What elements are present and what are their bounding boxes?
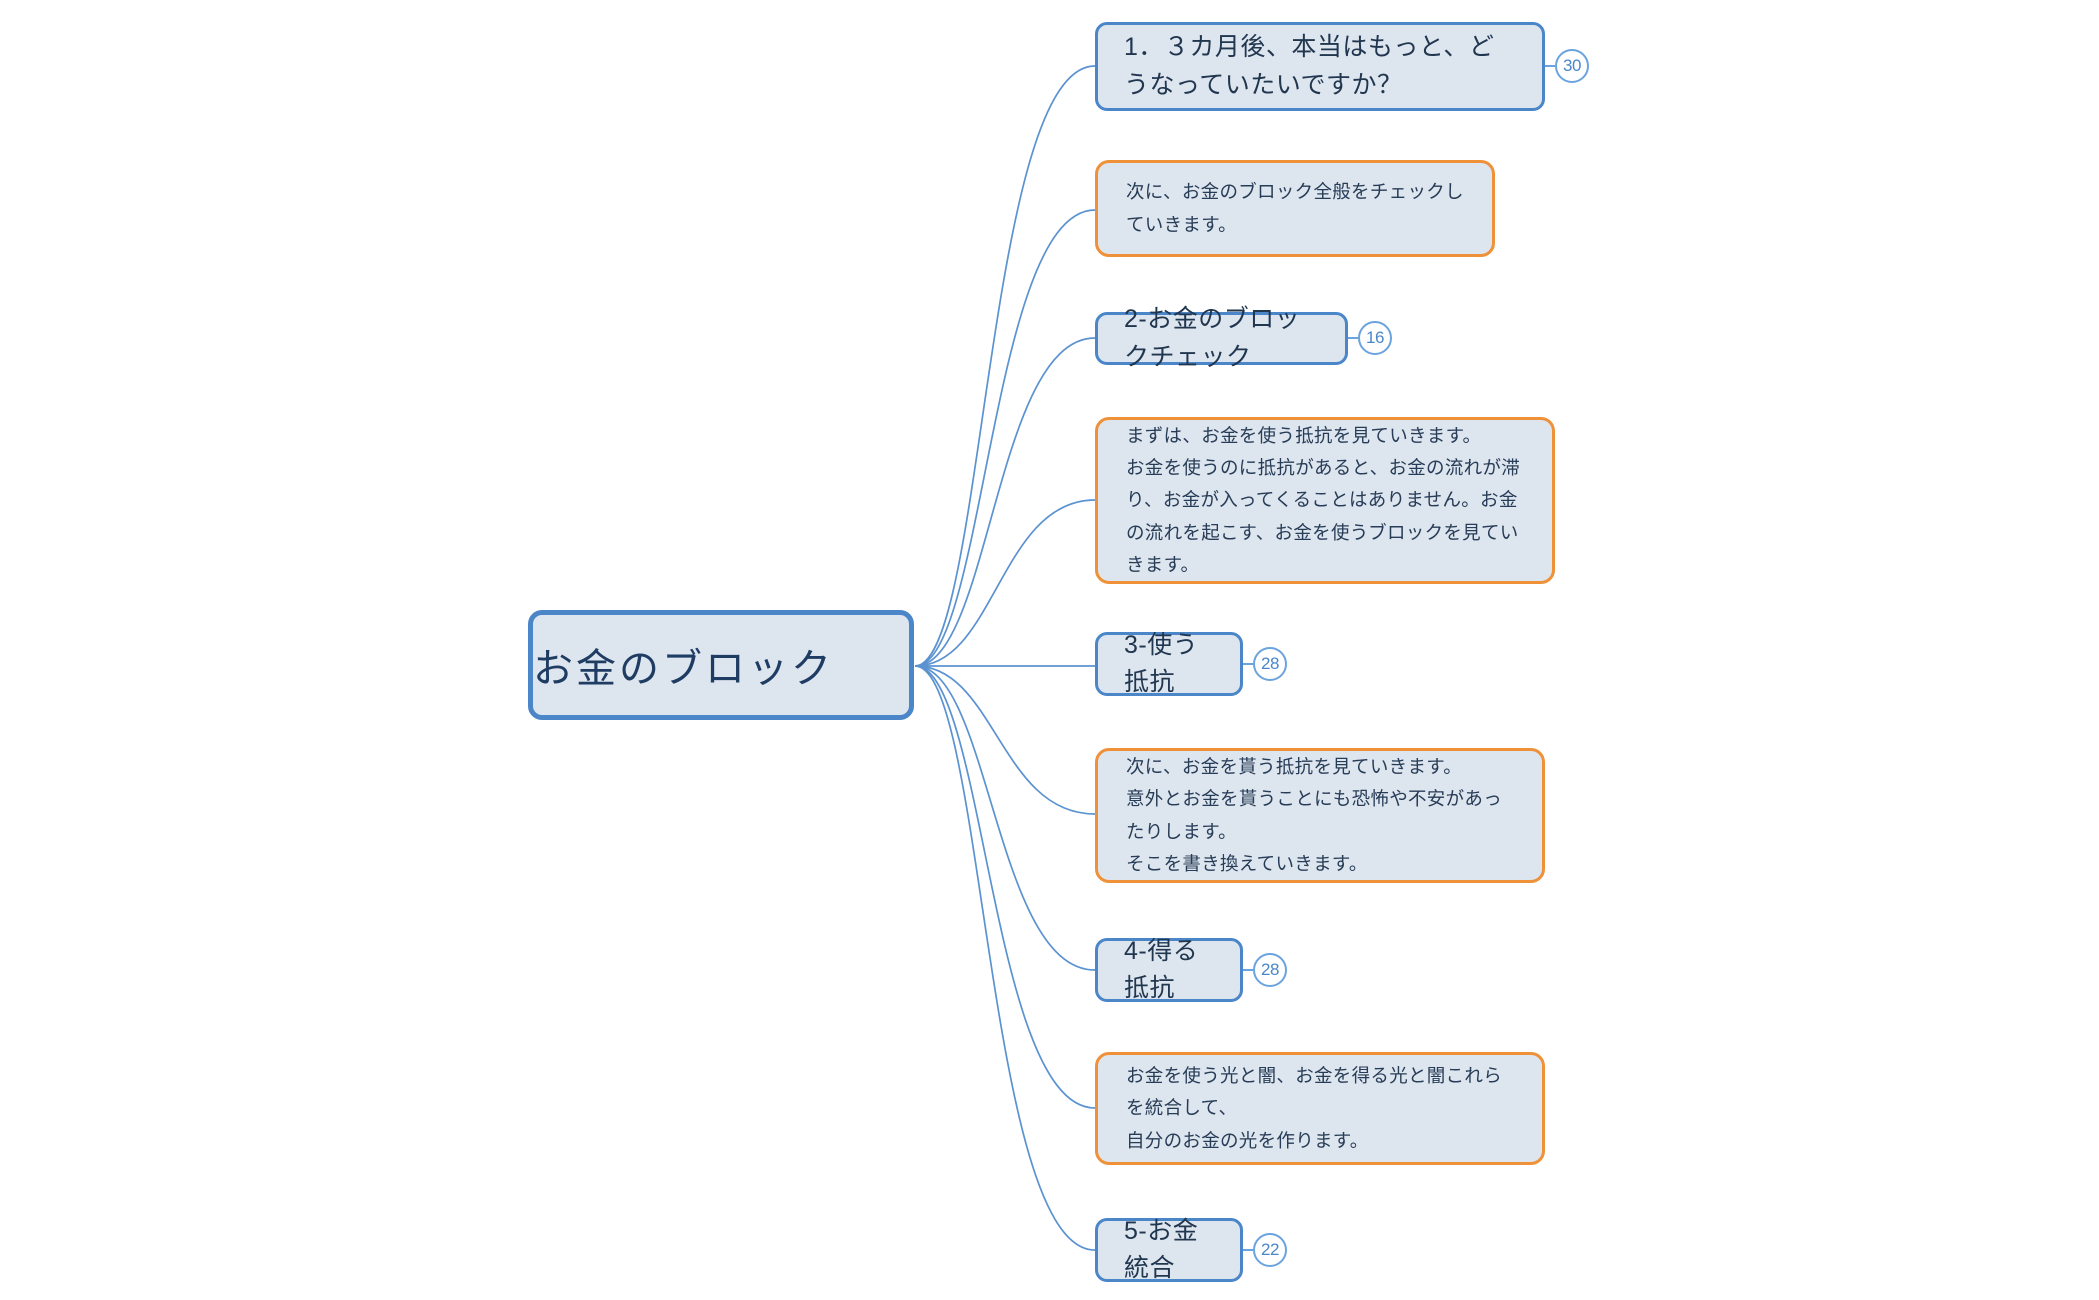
root-node-label: お金のブロック: [533, 647, 834, 691]
badge-stub-2: [1348, 337, 1358, 339]
edge-to-branch-1: [914, 65, 1096, 667]
status-badge-4[interactable]: 28: [1253, 953, 1287, 987]
topic-node-4-label: 4-得る抵抗: [1124, 936, 1199, 1003]
note-node-4[interactable]: お金を使う光と闇、お金を得る光と闇これらを統合して、 自分のお金の光を作ります。: [1095, 1052, 1545, 1165]
edge-to-branch-7: [914, 665, 1096, 971]
topic-node-3-label: 3-使う抵抗: [1124, 630, 1199, 697]
topic-node-2[interactable]: 2-お金のブロックチェック: [1095, 305, 1348, 371]
status-badge-3[interactable]: 28: [1253, 647, 1287, 681]
topic-node-1-label: 1．３カ月後、本当はもっと、どうなっていたいですか？: [1124, 33, 1495, 99]
topic-node-2-label: 2-お金のブロックチェック: [1124, 305, 1301, 371]
topic-node-1[interactable]: 1．３カ月後、本当はもっと、どうなっていたいですか？: [1095, 22, 1545, 111]
topic-node-5-label: 5-お金統合: [1124, 1216, 1199, 1283]
note-node-3[interactable]: 次に、お金を貰う抵抗を見ていきます。 意外とお金を貰うことにも恐怖や不安があった…: [1095, 748, 1545, 883]
badge-stub-4: [1243, 969, 1253, 971]
note-node-1[interactable]: 次に、お金のブロック全般をチェックしていきます。: [1095, 160, 1495, 257]
status-badge-2[interactable]: 16: [1358, 321, 1392, 355]
topic-node-5[interactable]: 5-お金統合: [1095, 1217, 1243, 1282]
badge-stub-3: [1243, 663, 1253, 665]
edge-to-branch-8: [914, 665, 1096, 1109]
root-node[interactable]: お金のブロック: [528, 610, 914, 720]
note-node-1-label: 次に、お金のブロック全般をチェックしていきます。: [1126, 181, 1464, 235]
topic-node-4[interactable]: 4-得る抵抗: [1095, 937, 1243, 1002]
note-node-4-label: お金を使う光と闇、お金を得る光と闇これらを統合して、 自分のお金の光を作ります。: [1126, 1064, 1503, 1151]
note-node-2-label: まずは、お金を使う抵抗を見ていきます。 お金を使うのに抵抗があると、お金の流れが…: [1126, 424, 1521, 576]
edge-to-branch-4: [914, 499, 1096, 667]
edge-to-branch-6: [914, 665, 1096, 815]
edge-to-branch-9: [914, 665, 1096, 1251]
note-node-2[interactable]: まずは、お金を使う抵抗を見ていきます。 お金を使うのに抵抗があると、お金の流れが…: [1095, 417, 1555, 584]
status-badge-1[interactable]: 30: [1555, 49, 1589, 83]
note-node-3-label: 次に、お金を貰う抵抗を見ていきます。 意外とお金を貰うことにも恐怖や不安があった…: [1126, 755, 1503, 874]
edge-to-branch-2: [914, 209, 1096, 667]
badge-stub-5: [1243, 1249, 1253, 1251]
edge-to-branch-3: [914, 337, 1096, 667]
status-badge-5[interactable]: 22: [1253, 1233, 1287, 1267]
topic-node-3[interactable]: 3-使う抵抗: [1095, 631, 1243, 696]
badge-stub-1: [1545, 65, 1555, 67]
